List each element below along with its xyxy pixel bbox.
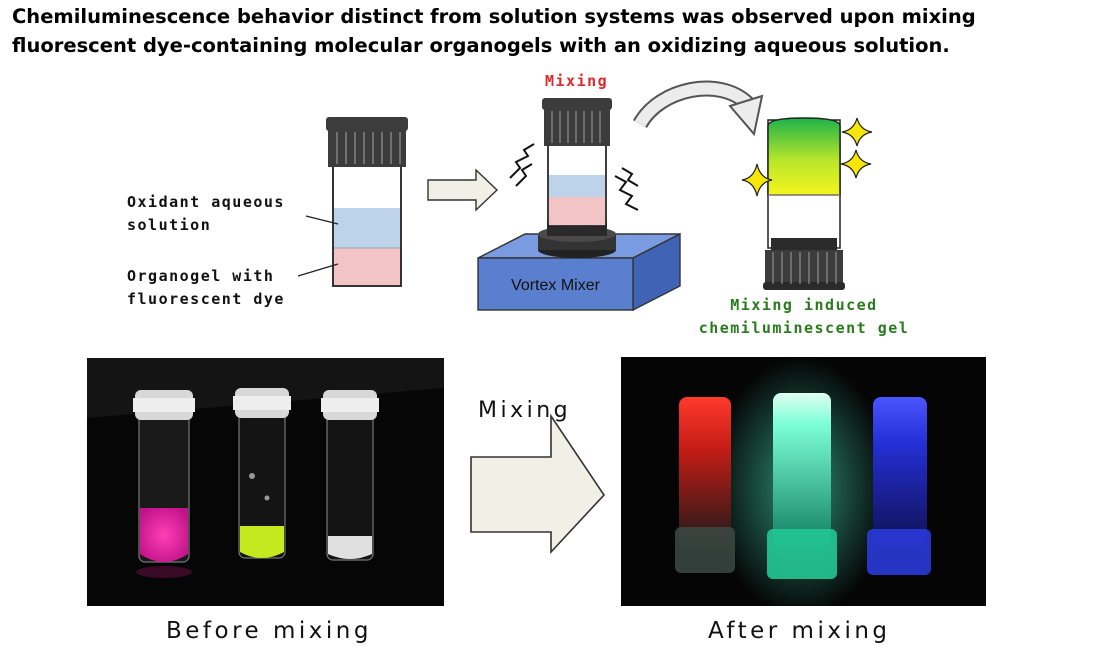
headline-line-2: fluorescent dye-containing molecular org… [12, 34, 950, 57]
headline-line-1: Chemiluminescence behavior distinct from… [12, 5, 976, 28]
before-caption: Before mixing [166, 618, 372, 644]
sparkle-icon [741, 163, 773, 197]
organogel-label: Organogel with fluorescent dye [127, 267, 285, 308]
vial-mixing [542, 98, 612, 227]
vial-result [763, 117, 845, 290]
after-caption: After mixing [708, 618, 891, 644]
chemiluminescent-gel [767, 117, 841, 196]
vortex-mixer [477, 215, 681, 312]
blue-glow-vial [867, 397, 931, 575]
after-mixing-photo [621, 357, 986, 606]
photo-arrow-label: Mixing [478, 398, 572, 423]
pink-vial [133, 390, 195, 563]
mixing-arrow-icon [470, 413, 606, 555]
before-mixing-photo [87, 358, 444, 606]
vibration-left-icon [509, 143, 535, 179]
oxidant-layer [334, 208, 400, 248]
red-glow-vial [675, 397, 735, 573]
green-glow-vial [767, 393, 837, 579]
headline: Chemiluminescence behavior distinct from… [12, 2, 1107, 60]
vial-before [297, 117, 408, 287]
yellow-vial [233, 388, 291, 559]
oxidant-label: Oxidant aqueous solution [127, 193, 285, 234]
oxidant-leader-line [305, 215, 339, 225]
vortex-mixer-label: Vortex Mixer [511, 277, 600, 294]
clear-vial [321, 390, 379, 561]
mixing-label: Mixing [545, 72, 609, 90]
organogel-layer [334, 248, 400, 285]
arrow-to-vortex-icon [427, 168, 499, 212]
result-label: Mixing induced chemiluminescent gel [698, 296, 910, 337]
sparkle-icon [840, 149, 872, 179]
sparkle-icon [841, 117, 873, 147]
vibration-right-icon [614, 175, 639, 211]
organogel-leader-line [297, 263, 339, 277]
vial-before-cap [326, 117, 408, 167]
